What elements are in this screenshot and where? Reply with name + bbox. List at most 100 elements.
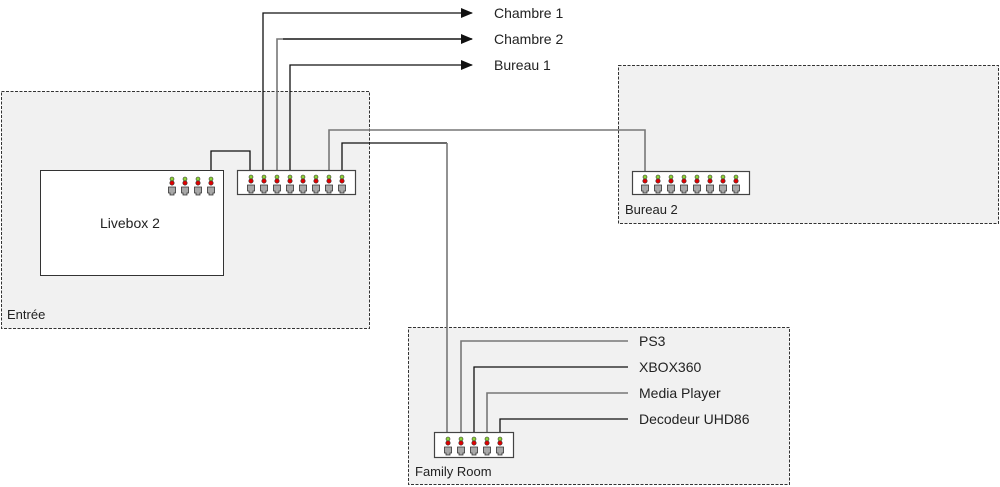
wire-chambre-1[interactable] <box>262 8 473 175</box>
label-bureau-1: Bureau 1 <box>494 57 551 73</box>
ethernet-port[interactable] <box>312 174 320 194</box>
zone-bureau2-label: Bureau 2 <box>625 202 678 217</box>
led-red-icon <box>707 178 713 184</box>
rj45-port-icon <box>325 184 333 194</box>
bureau2-switch[interactable] <box>631 170 751 196</box>
led-red-icon <box>681 178 687 184</box>
ethernet-port[interactable] <box>325 174 333 194</box>
ethernet-port[interactable] <box>286 174 294 194</box>
led-green-icon <box>287 174 293 180</box>
ethernet-port[interactable] <box>260 174 268 194</box>
entree-switch-ports <box>247 174 346 194</box>
ethernet-port[interactable] <box>247 174 255 194</box>
livebox-label: Livebox 2 <box>100 215 160 231</box>
led-red-icon <box>694 178 700 184</box>
led-red-icon <box>458 440 464 446</box>
led-green-icon <box>458 436 464 442</box>
ethernet-port[interactable] <box>693 174 701 194</box>
ethernet-port[interactable] <box>680 174 688 194</box>
rj45-port-icon <box>444 446 452 456</box>
zone-bureau2[interactable]: Bureau 2 <box>618 65 999 224</box>
ethernet-port[interactable] <box>194 176 202 196</box>
led-green-icon <box>668 174 674 180</box>
wires <box>210 8 646 437</box>
label-ps3: PS3 <box>639 333 666 349</box>
entree-switch[interactable] <box>236 169 357 196</box>
wire-bureau-1[interactable] <box>289 60 473 175</box>
rj45-port-icon <box>181 186 189 196</box>
family-switch-ports <box>444 436 504 456</box>
label-media-player: Media Player <box>639 385 721 401</box>
rj45-port-icon <box>680 184 688 194</box>
led-green-icon <box>681 174 687 180</box>
ethernet-port[interactable] <box>470 436 478 456</box>
rj45-port-icon <box>693 184 701 194</box>
led-green-icon <box>642 174 648 180</box>
rj45-port-icon <box>312 184 320 194</box>
rj45-port-icon <box>299 184 307 194</box>
wire-family-room-top[interactable] <box>341 142 447 175</box>
ethernet-port[interactable] <box>207 176 215 196</box>
wire-bureau-2[interactable] <box>328 129 646 176</box>
led-green-icon <box>274 174 280 180</box>
led-red-icon <box>182 180 188 186</box>
led-green-icon <box>182 176 188 182</box>
led-green-icon <box>655 174 661 180</box>
led-red-icon <box>274 178 280 184</box>
rj45-port-icon <box>286 184 294 194</box>
family-room-labels: PS3 XBOX360 Media Player Decodeur UHD86 <box>639 333 750 427</box>
label-decodeur: Decodeur UHD86 <box>639 411 750 427</box>
ethernet-port[interactable] <box>444 436 452 456</box>
rj45-port-icon <box>732 184 740 194</box>
zone-family-room-box <box>408 327 790 485</box>
wire-livebox-switch[interactable] <box>210 150 251 178</box>
ethernet-port[interactable] <box>181 176 189 196</box>
ethernet-port[interactable] <box>273 174 281 194</box>
wire-media-player[interactable] <box>486 392 628 437</box>
ethernet-port[interactable] <box>719 174 727 194</box>
entree-switch-box <box>236 169 357 196</box>
ethernet-port[interactable] <box>641 174 649 194</box>
rj45-port-icon <box>207 186 215 196</box>
zone-entree-label: Entrée <box>7 307 45 322</box>
led-red-icon <box>668 178 674 184</box>
rj45-port-icon <box>641 184 649 194</box>
ethernet-port[interactable] <box>299 174 307 194</box>
led-red-icon <box>720 178 726 184</box>
wire-xbox360[interactable] <box>473 366 628 437</box>
led-red-icon <box>300 178 306 184</box>
rj45-port-icon <box>719 184 727 194</box>
led-red-icon <box>169 180 175 186</box>
ethernet-port[interactable] <box>654 174 662 194</box>
family-switch[interactable] <box>433 431 515 459</box>
led-red-icon <box>248 178 254 184</box>
ethernet-port[interactable] <box>706 174 714 194</box>
led-green-icon <box>339 174 345 180</box>
rj45-port-icon <box>273 184 281 194</box>
led-green-icon <box>694 174 700 180</box>
label-chambre-2: Chambre 2 <box>494 31 563 47</box>
ethernet-port[interactable] <box>667 174 675 194</box>
wire-ps3[interactable] <box>460 340 628 437</box>
ethernet-port[interactable] <box>168 176 176 196</box>
led-green-icon <box>169 176 175 182</box>
ethernet-port[interactable] <box>457 436 465 456</box>
livebox-device[interactable]: Livebox 2 <box>40 170 224 276</box>
livebox-ports <box>168 176 215 196</box>
led-red-icon <box>733 178 739 184</box>
led-green-icon <box>471 436 477 442</box>
led-red-icon <box>287 178 293 184</box>
ethernet-port[interactable] <box>732 174 740 194</box>
ethernet-port[interactable] <box>338 174 346 194</box>
ethernet-port[interactable] <box>496 436 504 456</box>
ethernet-port[interactable] <box>483 436 491 456</box>
rj45-port-icon <box>667 184 675 194</box>
led-green-icon <box>261 174 267 180</box>
led-green-icon <box>300 174 306 180</box>
label-chambre-1: Chambre 1 <box>494 5 563 21</box>
wire-decodeur[interactable] <box>499 418 628 437</box>
zone-family-room[interactable]: Family Room <box>408 327 790 485</box>
led-green-icon <box>497 436 503 442</box>
label-xbox360: XBOX360 <box>639 359 701 375</box>
